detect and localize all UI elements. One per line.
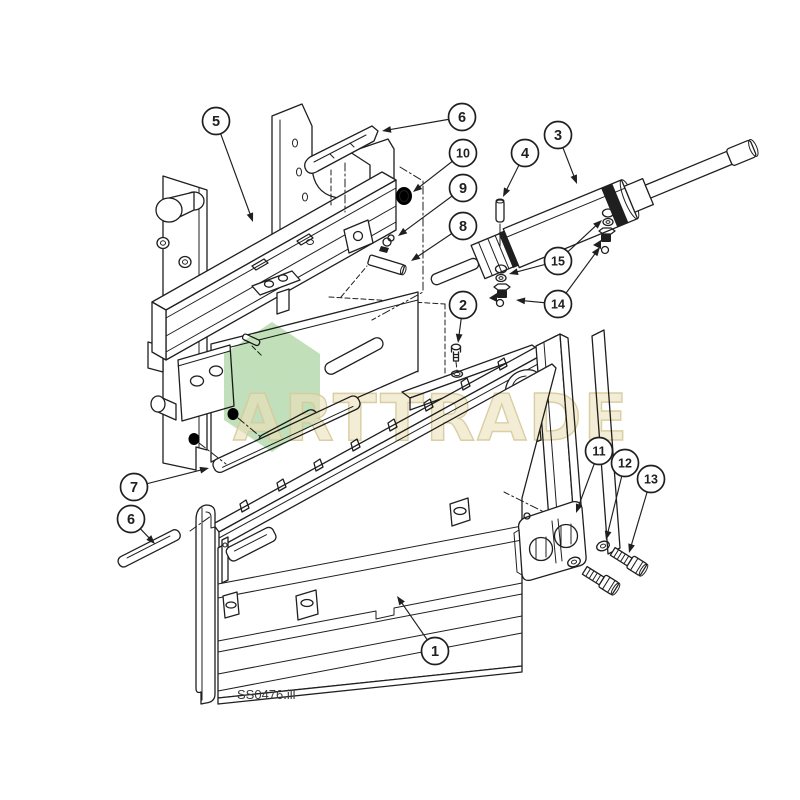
left-channel (195, 504, 216, 705)
callout-circle (543, 246, 573, 276)
callout-circle (448, 211, 478, 241)
watermark: ARTTRADE (224, 322, 629, 457)
callout-number: 8 (459, 219, 467, 235)
callout-circle (543, 120, 573, 150)
boss-pin (155, 191, 205, 223)
callout-number: 9 (459, 181, 467, 197)
leader-arrowhead (382, 126, 392, 133)
leader-arrowhead (146, 535, 155, 544)
slide-rail (151, 171, 397, 361)
leader-line (215, 120, 252, 217)
hardware-group (340, 166, 424, 321)
callout-11: 11 (584, 436, 614, 466)
callout-circle (116, 504, 146, 534)
callout-number: 11 (592, 445, 605, 459)
leader-arrowhead (199, 466, 209, 474)
callout-circle (448, 173, 478, 203)
leader-arrowhead (593, 220, 602, 229)
callout-number: 6 (458, 110, 466, 126)
callout-circle (448, 290, 478, 320)
washer-part12 (567, 540, 610, 568)
pin-part4 (495, 198, 505, 247)
screw-part2 (450, 343, 462, 371)
leader-arrowhead (246, 212, 254, 222)
callout-12: 12 (610, 448, 640, 478)
leader-arrowhead (509, 268, 519, 275)
callout-7: 7 (119, 472, 149, 502)
callout-number: 4 (521, 146, 529, 162)
bearing-strip-part6-lower (117, 529, 181, 568)
callout-circle (201, 106, 231, 136)
slotted-channel-bar (225, 526, 277, 562)
callout-number: 10 (456, 147, 470, 161)
watermark-text: ARTTRADE (233, 382, 629, 456)
callout-number: 13 (644, 473, 658, 487)
callout-circle (610, 448, 640, 478)
callout-15: 15 (543, 246, 573, 276)
callout-5: 5 (201, 106, 231, 136)
callout-4: 4 (510, 138, 540, 168)
callout-8: 8 (448, 211, 478, 241)
callout-2: 2 (448, 290, 478, 320)
cylinder-part3 (430, 139, 759, 308)
callout-6: 6 (116, 504, 146, 534)
callout-6: 6 (447, 102, 477, 132)
leader-arrowhead (411, 253, 421, 261)
washers-part15-right (601, 208, 615, 227)
leader-arrowhead (591, 247, 600, 257)
callout-bubbles: 5 6 10 9 8 4 3 2 15 14 7 6 11 12 13 1 (116, 102, 666, 666)
bolt-part13 (581, 546, 649, 596)
callout-number: 6 (127, 512, 135, 528)
leader-arrowhead (455, 333, 463, 343)
callout-10: 10 (448, 138, 478, 168)
callout-14: 14 (543, 289, 573, 319)
callout-1: 1 (420, 636, 450, 666)
callout-circle (448, 138, 478, 168)
elbow-fitting-part14-right (593, 227, 616, 255)
callout-9: 9 (448, 173, 478, 203)
stub-pin (150, 395, 177, 421)
callout-number: 1 (431, 644, 439, 660)
leader-arrowhead (397, 596, 405, 606)
fitting-part9 (379, 234, 395, 253)
callout-circle (636, 464, 666, 494)
callout-number: 2 (459, 298, 467, 314)
callout-circle (420, 636, 450, 666)
leader-arrowhead (575, 503, 583, 513)
pin-part8 (367, 254, 407, 276)
o-ring-part10 (396, 187, 412, 205)
callout-number: 7 (130, 480, 138, 496)
callout-number: 5 (212, 114, 220, 130)
callout-number: 15 (551, 255, 565, 269)
callout-circle (510, 138, 540, 168)
callout-circle (119, 472, 149, 502)
bearing-strip-part6-top (304, 125, 379, 213)
callout-circle (447, 102, 477, 132)
callout-3: 3 (543, 120, 573, 150)
o-ring (188, 433, 200, 445)
leader-arrowhead (398, 227, 408, 236)
leader-arrowhead (413, 183, 423, 192)
washers-part15-left (494, 264, 508, 283)
leader-arrowhead (503, 187, 511, 197)
callout-number: 14 (551, 298, 565, 312)
leader-arrowhead (604, 530, 612, 540)
leader-arrowhead (570, 174, 577, 184)
callout-number: 3 (554, 128, 562, 144)
callout-circle (543, 289, 573, 319)
leader-arrowhead (516, 297, 526, 305)
fork-frame-part1 (195, 363, 557, 705)
callout-number: 12 (618, 457, 632, 471)
callout-13: 13 (636, 464, 666, 494)
figure-label: SS0476.ill (237, 687, 296, 702)
leader-arrowhead (628, 543, 635, 553)
elbow-fitting-part14-left (489, 283, 511, 308)
callout-circle (584, 436, 614, 466)
